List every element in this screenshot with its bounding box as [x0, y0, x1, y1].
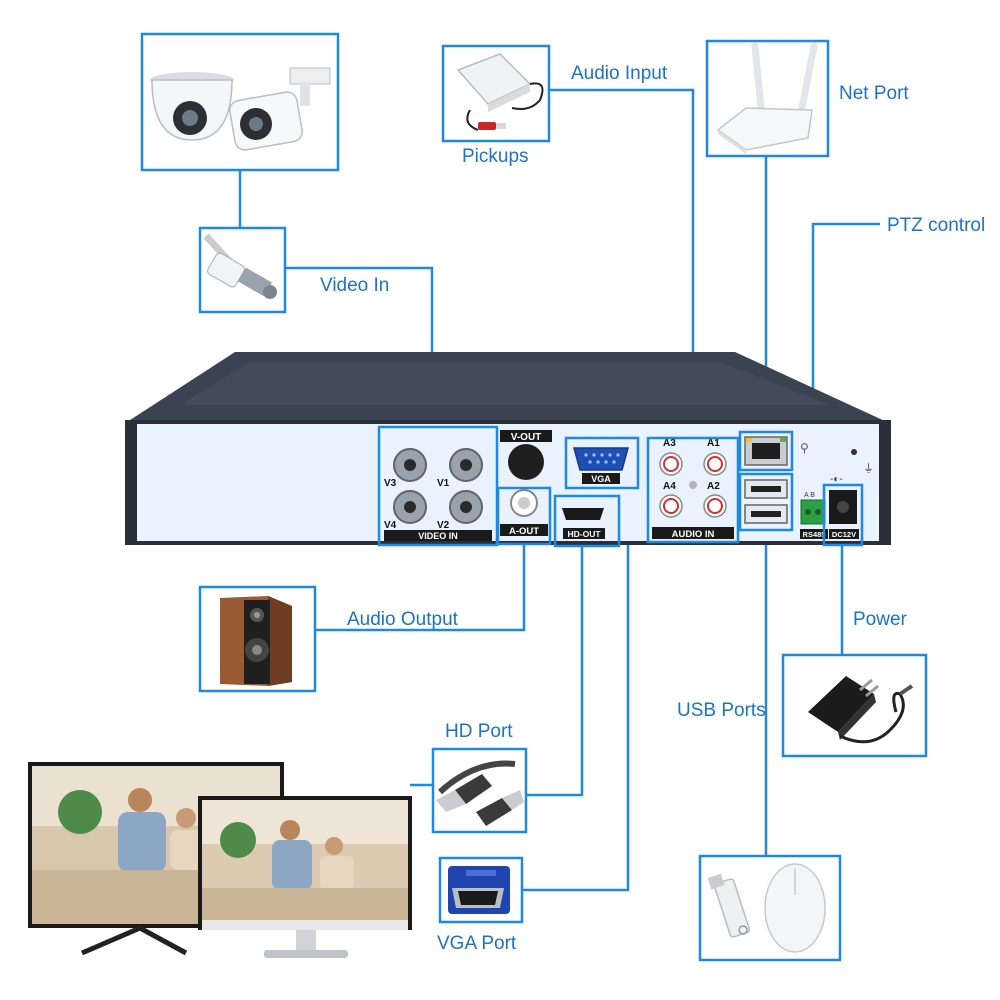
label-a3: A3 — [663, 438, 676, 449]
svg-text:-◐-: -◐- — [830, 474, 843, 485]
rj45-port: ⚲ — [744, 436, 809, 466]
bnc-cable-icon — [203, 233, 277, 299]
rs485-terminal: A B RS485 — [800, 492, 828, 539]
label-hd-port: HD Port — [445, 721, 513, 742]
svg-text:⚲: ⚲ — [800, 441, 809, 455]
label-v-out: V-OUT — [511, 432, 542, 443]
label-pickups: Pickups — [462, 146, 529, 167]
router-icon — [716, 42, 818, 154]
usb-highlight — [738, 472, 794, 532]
a-out-highlight — [496, 486, 552, 546]
label-vga-panel: VGA — [591, 474, 611, 484]
hd-out-highlight — [553, 494, 621, 548]
label-a4: A4 — [663, 481, 676, 492]
line-hd-port — [526, 545, 584, 797]
monitor-icon — [28, 762, 412, 958]
label-v2: V2 — [437, 520, 450, 531]
label-hd-out: HD-OUT — [567, 529, 601, 539]
label-dc12v: DC12V — [832, 530, 856, 539]
microphone-pickup-icon — [456, 53, 544, 131]
dvr-top-sheen — [180, 362, 830, 405]
label-v3: V3 — [384, 478, 397, 489]
label-audio-input: Audio Input — [571, 63, 668, 84]
hd-out-connector: HD-OUT — [562, 508, 605, 539]
audio-in-highlight — [646, 436, 740, 544]
vga-highlight — [564, 436, 640, 490]
label-power: Power — [853, 609, 908, 630]
power-highlight — [822, 483, 864, 547]
line-vga-port — [522, 488, 630, 892]
dvr-recorder: V3 V1 V4 V2 VIDEO IN V-OUT A-OUT — [125, 352, 891, 548]
vga-panel-connector: VGA — [573, 447, 629, 484]
label-ptz-control: PTZ control — [887, 215, 985, 236]
label-video-in-panel: VIDEO IN — [418, 531, 458, 541]
power-adapter-icon — [808, 676, 914, 744]
speaker-icon — [220, 596, 292, 686]
label-a-out: A-OUT — [509, 526, 539, 537]
label-rs485: RS485 — [803, 530, 826, 539]
hdmi-cable-icon — [436, 760, 524, 826]
video-in-highlight — [377, 425, 499, 547]
usb-mouse-drive-icon — [707, 863, 826, 953]
label-v1: V1 — [437, 478, 450, 489]
svg-text:⏚: ⏚ — [863, 462, 874, 475]
label-a1: A1 — [707, 438, 720, 449]
label-video-in: Video In — [320, 275, 389, 296]
connector-lines — [238, 88, 880, 892]
label-usb-ports: USB Ports — [677, 700, 766, 721]
net-port-highlight — [738, 430, 794, 472]
line-audio-input — [550, 88, 695, 438]
a-out-connector: A-OUT — [500, 489, 548, 537]
vga-connector-icon — [448, 866, 510, 914]
audio-in-connectors: A3 A1 A4 A2 AUDIO IN — [652, 438, 734, 540]
label-net-port: Net Port — [839, 83, 909, 104]
label-a2: A2 — [707, 481, 720, 492]
dc-power-jack: -◐- DC12V ⏚ — [829, 449, 874, 539]
label-v4: V4 — [384, 520, 397, 531]
video-in-connectors: V3 V1 V4 V2 VIDEO IN — [384, 448, 492, 541]
usb-connectors — [744, 479, 788, 524]
cctv-camera-icon — [150, 67, 331, 151]
v-out-connector: V-OUT — [500, 430, 552, 480]
label-rs485-ab: A B — [804, 492, 815, 499]
label-audio-output: Audio Output — [347, 609, 459, 630]
line-audio-output — [316, 545, 526, 632]
label-vga-port: VGA Port — [437, 933, 517, 954]
label-audio-in-panel: AUDIO IN — [672, 529, 715, 540]
